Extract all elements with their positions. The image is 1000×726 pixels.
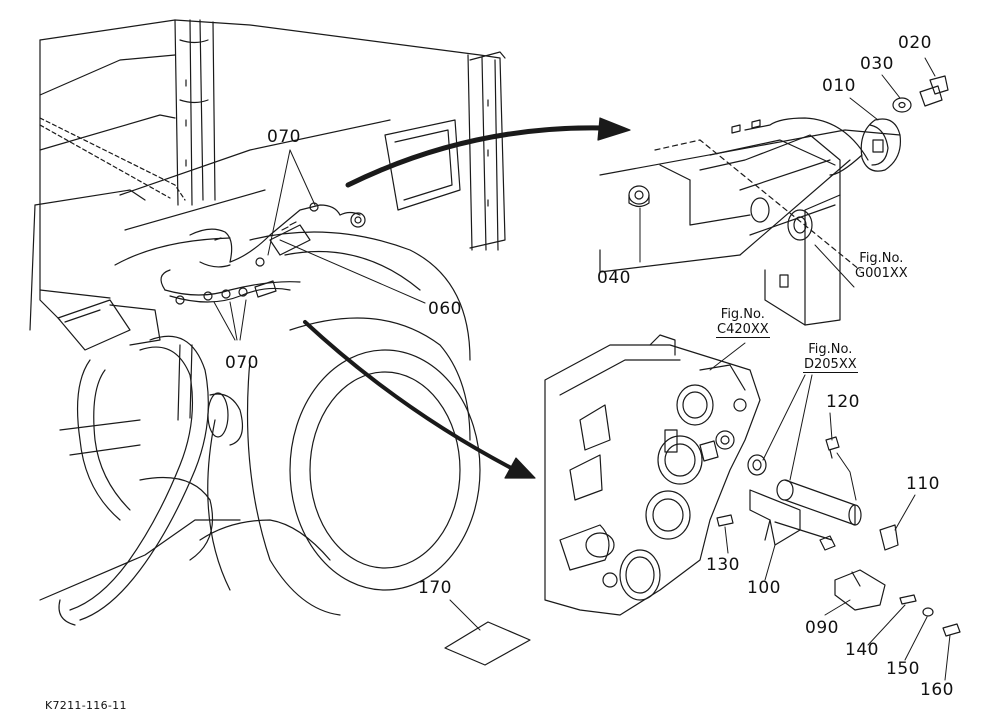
label-170: 170 xyxy=(418,578,452,598)
figure-ref-d205xx[interactable]: Fig.No. D205XX xyxy=(803,342,858,373)
figure-ref-prefix: Fig.No. xyxy=(808,342,853,357)
label-020: 020 xyxy=(898,33,932,53)
transmission-housing xyxy=(544,334,761,616)
label-140: 140 xyxy=(845,640,879,660)
wiring-harness xyxy=(160,202,366,305)
reference-arrows xyxy=(303,117,631,479)
figure-ref-code: C420XX xyxy=(716,322,770,338)
figure-ref-g001xx[interactable]: Fig.No. G001XX xyxy=(854,251,909,281)
label-030: 030 xyxy=(860,54,894,74)
label-010: 010 xyxy=(822,76,856,96)
figure-ref-prefix: Fig.No. xyxy=(720,307,765,322)
label-160: 160 xyxy=(920,680,954,700)
sensor-bracket-assembly xyxy=(599,75,949,326)
label-040: 040 xyxy=(597,268,631,288)
label-130: 130 xyxy=(706,555,740,575)
label-150: 150 xyxy=(886,659,920,679)
tractor-body-outline xyxy=(29,19,506,626)
label-110: 110 xyxy=(906,474,940,494)
label-070-top: 070 xyxy=(267,127,301,147)
label-090: 090 xyxy=(805,618,839,638)
label-070-bottom: 070 xyxy=(225,353,259,373)
label-120: 120 xyxy=(826,392,860,412)
figure-ref-c420xx[interactable]: Fig.No. C420XX xyxy=(716,307,770,338)
label-100: 100 xyxy=(747,578,781,598)
leader-lines xyxy=(213,57,951,681)
label-060: 060 xyxy=(428,299,462,319)
figure-ref-code: G001XX xyxy=(855,266,908,281)
document-id: K7211-116-11 xyxy=(45,699,127,712)
figure-ref-prefix: Fig.No. xyxy=(859,251,904,266)
figure-ref-code: D205XX xyxy=(803,357,858,373)
